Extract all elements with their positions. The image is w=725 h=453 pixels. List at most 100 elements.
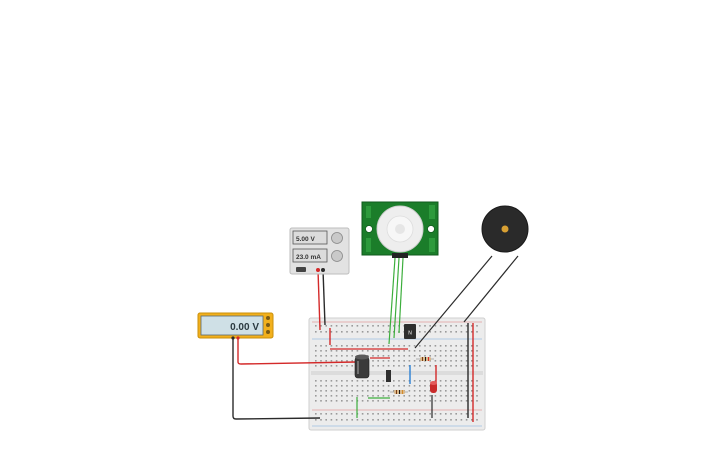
breadboard-hole[interactable] (325, 325, 327, 327)
breadboard-hole[interactable] (351, 350, 353, 352)
breadboard-hole[interactable] (346, 331, 348, 333)
breadboard-hole[interactable] (450, 380, 452, 382)
breadboard-hole[interactable] (387, 395, 390, 397)
breadboard-hole[interactable] (476, 395, 478, 397)
breadboard-hole[interactable] (408, 350, 411, 352)
breadboard-hole[interactable] (403, 419, 405, 421)
breadboard-hole[interactable] (330, 331, 333, 333)
breadboard-hole[interactable] (429, 380, 431, 382)
breadboard-hole[interactable] (424, 345, 426, 347)
breadboard-hole[interactable] (424, 355, 426, 357)
breadboard-hole[interactable] (382, 331, 385, 333)
breadboard-hole[interactable] (330, 419, 333, 421)
breadboard-hole[interactable] (455, 385, 457, 387)
breadboard-hole[interactable] (382, 360, 385, 362)
breadboard-hole[interactable] (471, 380, 473, 382)
breadboard-hole[interactable] (325, 345, 327, 347)
breadboard-hole[interactable] (429, 419, 431, 421)
breadboard-hole[interactable] (387, 413, 390, 415)
breadboard-hole[interactable] (361, 345, 364, 347)
breadboard-hole[interactable] (330, 350, 333, 352)
breadboard-hole[interactable] (429, 365, 431, 367)
breadboard-hole[interactable] (476, 350, 478, 352)
breadboard-hole[interactable] (387, 345, 390, 347)
breadboard-hole[interactable] (439, 355, 442, 357)
breadboard-hole[interactable] (460, 365, 463, 367)
breadboard-hole[interactable] (341, 355, 343, 357)
breadboard-hole[interactable] (330, 390, 333, 392)
breadboard-hole[interactable] (330, 380, 333, 382)
breadboard-hole[interactable] (351, 380, 353, 382)
breadboard-hole[interactable] (429, 350, 431, 352)
breadboard-hole[interactable] (393, 345, 395, 347)
breadboard-hole[interactable] (320, 395, 322, 397)
breadboard-hole[interactable] (382, 395, 385, 397)
breadboard-hole[interactable] (471, 355, 473, 357)
breadboard-hole[interactable] (325, 380, 327, 382)
breadboard-hole[interactable] (330, 365, 333, 367)
breadboard-hole[interactable] (413, 355, 416, 357)
breadboard-hole[interactable] (377, 350, 379, 352)
breadboard-hole[interactable] (346, 350, 348, 352)
breadboard-hole[interactable] (413, 395, 416, 397)
breadboard-hole[interactable] (330, 385, 333, 387)
breadboard-hole[interactable] (419, 395, 421, 397)
breadboard-hole[interactable] (315, 400, 317, 402)
breadboard-hole[interactable] (439, 390, 442, 392)
breadboard-hole[interactable] (351, 385, 353, 387)
breadboard-hole[interactable] (382, 380, 385, 382)
breadboard-hole[interactable] (387, 385, 390, 387)
breadboard-hole[interactable] (372, 350, 374, 352)
breadboard-hole[interactable] (346, 360, 348, 362)
breadboard-hole[interactable] (465, 331, 468, 333)
breadboard-hole[interactable] (439, 325, 442, 327)
breadboard-hole[interactable] (424, 380, 426, 382)
breadboard-hole[interactable] (460, 325, 463, 327)
breadboard-hole[interactable] (361, 400, 364, 402)
breadboard-hole[interactable] (320, 413, 322, 415)
breadboard-hole[interactable] (408, 385, 411, 387)
breadboard-hole[interactable] (398, 355, 400, 357)
breadboard-hole[interactable] (460, 380, 463, 382)
breadboard-hole[interactable] (465, 413, 468, 415)
breadboard-hole[interactable] (476, 360, 478, 362)
breadboard-hole[interactable] (335, 395, 338, 397)
breadboard-hole[interactable] (361, 419, 364, 421)
breadboard-hole[interactable] (434, 400, 437, 402)
breadboard-hole[interactable] (367, 390, 369, 392)
breadboard-hole[interactable] (403, 395, 405, 397)
breadboard-hole[interactable] (377, 345, 379, 347)
breadboard-hole[interactable] (424, 419, 426, 421)
breadboard-hole[interactable] (450, 360, 452, 362)
breadboard-hole[interactable] (341, 385, 343, 387)
breadboard-hole[interactable] (393, 390, 395, 392)
breadboard-hole[interactable] (413, 419, 416, 421)
breadboard-hole[interactable] (356, 419, 359, 421)
breadboard-hole[interactable] (450, 355, 452, 357)
breadboard-hole[interactable] (455, 345, 457, 347)
breadboard-hole[interactable] (377, 419, 379, 421)
breadboard-hole[interactable] (341, 350, 343, 352)
breadboard-hole[interactable] (403, 345, 405, 347)
breadboard-hole[interactable] (465, 400, 468, 402)
breadboard-hole[interactable] (476, 385, 478, 387)
breadboard-hole[interactable] (455, 395, 457, 397)
breadboard-hole[interactable] (393, 419, 395, 421)
breadboard-hole[interactable] (455, 360, 457, 362)
breadboard-hole[interactable] (351, 331, 353, 333)
breadboard-hole[interactable] (341, 413, 343, 415)
breadboard-hole[interactable] (460, 350, 463, 352)
breadboard-hole[interactable] (476, 413, 478, 415)
meter-black-lead[interactable] (232, 338, 321, 420)
breadboard-hole[interactable] (439, 331, 442, 333)
breadboard-hole[interactable] (455, 419, 457, 421)
breadboard-hole[interactable] (377, 365, 379, 367)
breadboard-hole[interactable] (387, 325, 390, 327)
breadboard-hole[interactable] (465, 419, 468, 421)
breadboard-hole[interactable] (377, 390, 379, 392)
breadboard-hole[interactable] (335, 345, 338, 347)
breadboard-hole[interactable] (382, 390, 385, 392)
breadboard-hole[interactable] (315, 419, 317, 421)
breadboard-hole[interactable] (419, 345, 421, 347)
breadboard-hole[interactable] (429, 331, 431, 333)
